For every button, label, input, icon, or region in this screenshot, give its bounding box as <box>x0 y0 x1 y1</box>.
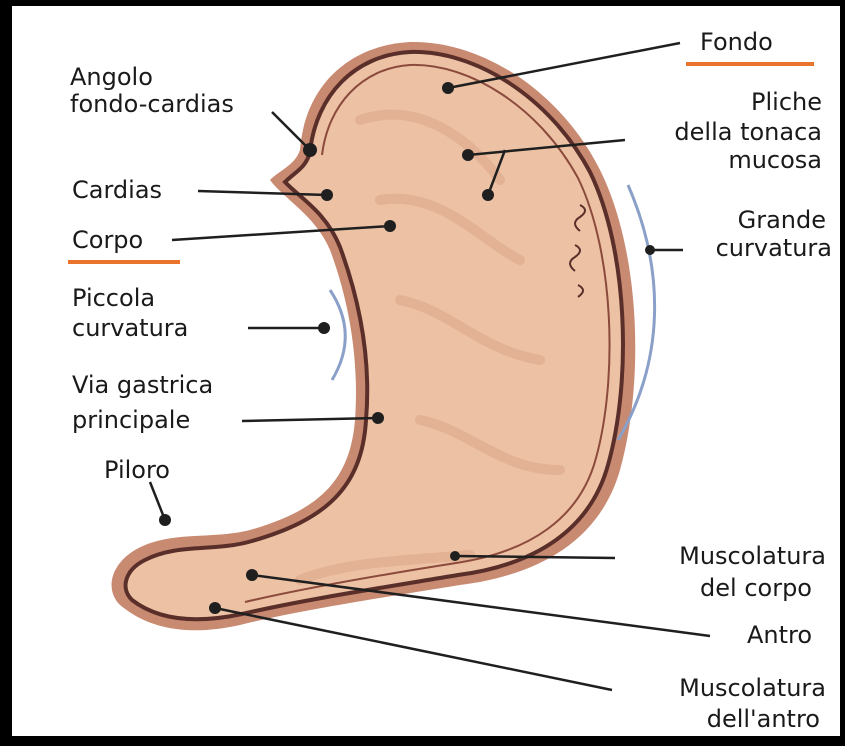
dot-pliche-a <box>462 149 474 161</box>
label-musc-antro-line2: dell'antro <box>707 705 820 733</box>
dot-pliche-b <box>482 189 494 201</box>
label-angolo-line2: fondo-cardias <box>70 90 234 118</box>
label-cardias: Cardias <box>72 176 162 204</box>
dot-grande <box>645 245 655 255</box>
dot-piloro <box>159 514 171 526</box>
label-corpo: Corpo <box>72 226 143 254</box>
dot-piccola <box>318 322 330 334</box>
dot-antro <box>246 569 258 581</box>
label-pliche-line1: Pliche <box>751 88 822 116</box>
label-grande-line2: curvatura <box>716 234 832 262</box>
dot-corpo <box>384 220 396 232</box>
label-via-line2: principale <box>72 406 190 434</box>
dot-fondo <box>442 82 454 94</box>
label-pliche-line2: della tonaca <box>674 118 822 146</box>
dot-via <box>372 412 384 424</box>
label-musc-corpo-line1: Muscolatura <box>679 542 826 570</box>
dot-cardias <box>321 189 333 201</box>
label-piccola-line1: Piccola <box>72 284 155 312</box>
dot-musc-antro <box>209 602 221 614</box>
label-musc-antro-line1: Muscolatura <box>679 674 826 702</box>
label-musc-corpo-line2: del corpo <box>700 574 812 602</box>
dot-angolo <box>303 143 317 157</box>
label-angolo-line1: Angolo <box>70 63 153 91</box>
dot-musc-corpo <box>450 551 460 561</box>
label-grande-line1: Grande <box>738 206 826 234</box>
label-pliche-line3: mucosa <box>728 146 822 174</box>
label-piloro: Piloro <box>104 456 170 484</box>
label-via-line1: Via gastrica <box>72 371 213 399</box>
label-fondo: Fondo <box>700 28 773 56</box>
label-piccola-line2: curvatura <box>72 314 188 342</box>
label-antro: Antro <box>747 621 812 649</box>
